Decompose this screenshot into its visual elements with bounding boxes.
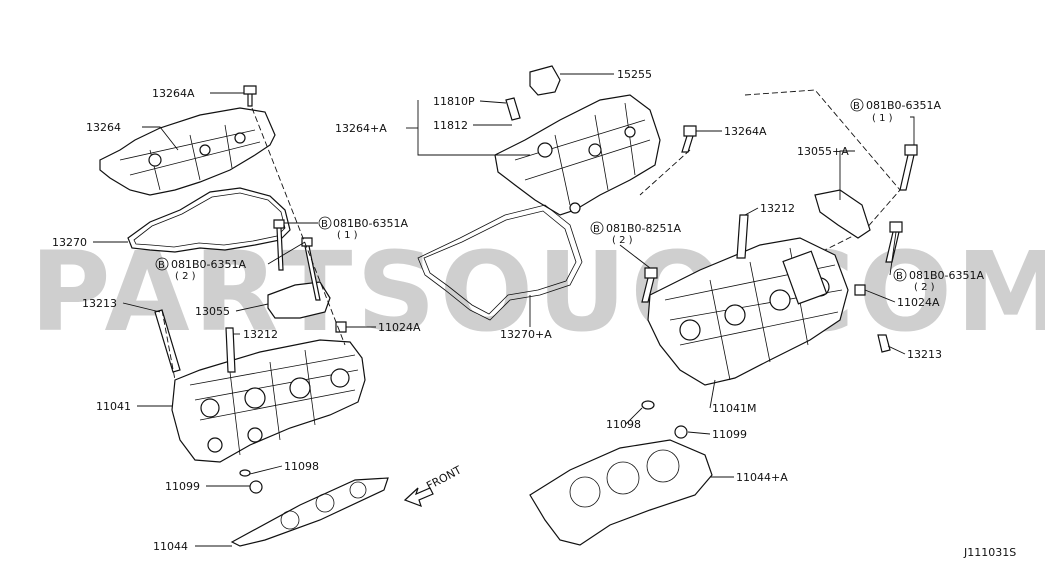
label-qty-right: ( 2 ) — [914, 282, 935, 293]
label-13264plusA: 13264+A — [335, 122, 387, 135]
pcv-valve — [505, 97, 521, 121]
label-qty-left: ( 2 ) — [175, 271, 196, 282]
label-11041: 11041 — [96, 400, 131, 413]
gasket-11024A-right — [854, 284, 866, 296]
label-13264A-left: 13264A — [152, 87, 195, 100]
head-gasket-right — [529, 439, 713, 546]
label-11812: 11812 — [433, 119, 468, 132]
cover-13055-plusA — [814, 189, 871, 239]
svg-text:B: B — [896, 271, 903, 282]
label-11041M: 11041M — [712, 402, 756, 415]
label-13270plusA: 13270+A — [500, 328, 552, 341]
label-11810P: 11810P — [433, 95, 475, 108]
label-11044: 11044 — [153, 540, 188, 553]
label-13264: 13264 — [86, 121, 121, 134]
label-15255: 15255 — [617, 68, 652, 81]
label-13212-right: 13212 — [760, 202, 795, 215]
leader-lines — [93, 73, 915, 547]
watermark-text: PARTSOUQ.COM — [30, 228, 1045, 356]
b-symbol-icon — [850, 98, 864, 112]
label-11099-right: 11099 — [712, 428, 747, 441]
oil-filler-cap — [529, 65, 561, 96]
diagram-id: J111031S — [963, 546, 1016, 559]
label-13055: 13055 — [195, 305, 230, 318]
front-arrow — [403, 487, 434, 508]
label-081B0-6351A-right: 081B0-6351A — [909, 269, 985, 282]
b-symbol-icon — [590, 221, 604, 235]
bolt-13264A-left — [243, 85, 257, 107]
label-13212-left: 13212 — [243, 328, 278, 341]
right-rocker-cover — [494, 94, 661, 216]
bolt-right-top — [899, 144, 918, 191]
bolt-left-1 — [273, 219, 285, 271]
seal-11098-right — [641, 400, 655, 410]
label-081B0-6351A-left: 081B0-6351A — [171, 258, 247, 271]
label-11044plusA: 11044+A — [736, 471, 788, 484]
b-symbol-icon — [155, 257, 169, 271]
b-symbol-icon — [893, 268, 907, 282]
left-rocker-gasket — [127, 187, 291, 253]
plug-11099-right — [674, 425, 688, 439]
left-rocker-cover — [99, 107, 276, 196]
front-label: FRONT — [424, 463, 464, 492]
bolt-right-8251 — [641, 267, 658, 303]
label-qty-top: ( 1 ) — [872, 113, 893, 124]
label-081B0-6351A-mid: 081B0-6351A — [333, 217, 409, 230]
label-qty-mid: ( 1 ) — [337, 230, 358, 241]
svg-text:B: B — [593, 224, 600, 235]
svg-text:B: B — [158, 260, 165, 271]
stud-13212-left — [225, 327, 236, 373]
label-11024A-right: 11024A — [897, 296, 940, 309]
svg-text:B: B — [853, 101, 860, 112]
label-13270: 13270 — [52, 236, 87, 249]
svg-text:B: B — [321, 219, 328, 230]
label-qty-8251: ( 2 ) — [612, 235, 633, 246]
label-13055plusA: 13055+A — [797, 145, 849, 158]
label-11099-left: 11099 — [165, 480, 200, 493]
label-13213-left: 13213 — [82, 297, 117, 310]
label-081B0-6351A-top: 081B0-6351A — [866, 99, 942, 112]
seal-11098-left — [239, 469, 251, 477]
label-11024A-left: 11024A — [378, 321, 421, 334]
label-11098-left: 11098 — [284, 460, 319, 473]
stud-13213-right — [877, 334, 891, 353]
b-symbol-icon — [318, 216, 332, 230]
right-rocker-gasket — [417, 204, 583, 321]
cylinder-head-left — [171, 339, 366, 463]
plug-11099-left — [249, 480, 263, 494]
label-13264A-right: 13264A — [724, 125, 767, 138]
label-081B0-8251A: 081B0-8251A — [606, 222, 682, 235]
bolt-13264A-right — [681, 125, 697, 153]
label-11098-right: 11098 — [606, 418, 641, 431]
label-13213-right: 13213 — [907, 348, 942, 361]
